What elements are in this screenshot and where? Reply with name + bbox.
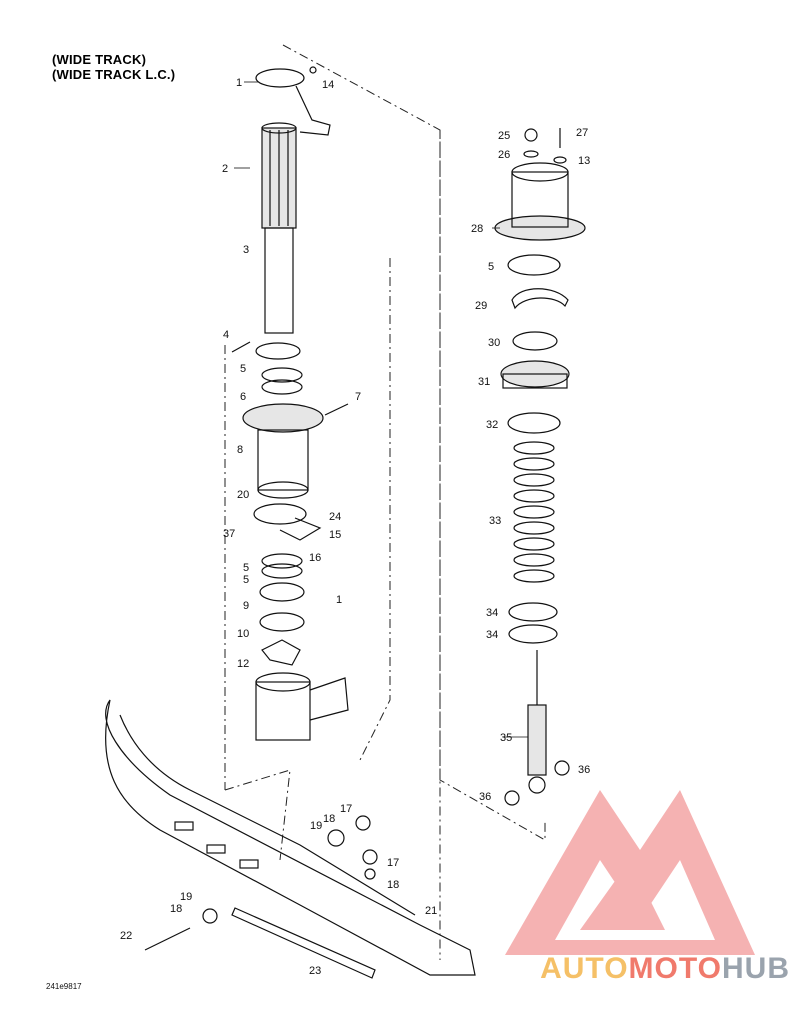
nut-top	[355, 815, 371, 831]
pin	[231, 341, 251, 353]
callout-7: 7	[355, 391, 361, 403]
thrust-ring	[259, 612, 305, 632]
ski	[105, 699, 476, 976]
callout-20: 20	[237, 489, 249, 501]
callout-29: 29	[475, 300, 487, 312]
callout-31: 31	[478, 376, 490, 388]
callout-12: 12	[237, 658, 249, 670]
washer	[259, 582, 305, 602]
diagram-title-line1: (WIDE TRACK)	[52, 52, 147, 67]
ski-bolt	[144, 927, 191, 951]
runner	[231, 907, 376, 979]
diagram-title-line2: (WIDE TRACK L.C.)	[52, 67, 176, 82]
callout-14: 14	[322, 79, 334, 91]
callout-32: 32	[486, 419, 498, 431]
shock-bolt-right	[554, 760, 570, 776]
callout-34: 34	[486, 607, 498, 619]
callout-2: 2	[222, 163, 228, 175]
callout-5c: 5	[243, 574, 249, 586]
diagram-reference-code: 241e9817	[46, 982, 82, 991]
watermark-part2: MOTO	[628, 952, 722, 985]
steering-column-tube	[261, 122, 297, 334]
callout-5b: 5	[243, 562, 249, 574]
lower-bracket	[253, 503, 322, 541]
assembly-outline-right	[439, 130, 546, 841]
callout-30: 30	[488, 337, 500, 349]
callout-35: 35	[500, 732, 512, 744]
callout-13: 13	[578, 155, 590, 167]
callout-19b: 19	[180, 891, 192, 903]
spring-shim	[508, 602, 558, 622]
callout-18b: 18	[387, 879, 399, 891]
callout-18: 18	[323, 813, 335, 825]
callout-23: 23	[309, 965, 321, 977]
callout-3: 3	[243, 244, 249, 256]
callout-17b: 17	[387, 857, 399, 869]
seal-ring	[261, 553, 303, 569]
coil-spring	[513, 441, 555, 583]
callout-28: 28	[471, 223, 483, 235]
callout-8: 8	[237, 444, 243, 456]
seal-ring-2	[261, 563, 303, 579]
callout-36: 36	[578, 764, 590, 776]
stopper	[261, 639, 301, 666]
bolt	[324, 403, 349, 416]
watermark-wordmark: AUTOMOTOHUB	[540, 952, 790, 986]
callout-17: 17	[340, 803, 352, 815]
spring-retainer	[500, 360, 570, 389]
callout-33: 33	[489, 515, 501, 527]
callout-6: 6	[240, 391, 246, 403]
shock-o-ring	[507, 254, 561, 276]
spacer-washer	[512, 331, 558, 351]
callout-22: 22	[120, 930, 132, 942]
watermark-part3: HUB	[722, 952, 790, 985]
callout-4: 4	[223, 329, 229, 341]
rubber-bushing	[327, 829, 345, 847]
watermark-logo-icon	[505, 790, 755, 955]
callout-1: 1	[236, 77, 242, 89]
ski-bushing	[202, 908, 218, 924]
shock-bolt-left	[504, 790, 520, 806]
watermark-part1: AUTO	[540, 952, 629, 985]
spring-washer	[507, 412, 561, 434]
callout-21: 21	[425, 905, 437, 917]
callout-18c: 18	[170, 903, 182, 915]
callout-15: 15	[329, 529, 341, 541]
spring-shim-2	[508, 624, 558, 644]
callout-26: 26	[498, 149, 510, 161]
ski-nut	[362, 849, 378, 865]
retaining-clip	[511, 288, 569, 310]
callout-24: 24	[329, 511, 341, 523]
callout-19: 19	[310, 820, 322, 832]
callout-36b: 36	[479, 791, 491, 803]
callout-5: 5	[240, 363, 246, 375]
callout-9: 9	[243, 600, 249, 612]
top-washer	[523, 150, 539, 158]
callout-5d: 5	[488, 261, 494, 273]
o-ring	[255, 342, 301, 360]
ski-washer	[364, 868, 376, 880]
column-clamp	[255, 66, 331, 136]
shock-absorber	[527, 650, 547, 794]
housing	[242, 403, 324, 499]
callout-10: 10	[237, 628, 249, 640]
bushing	[261, 367, 303, 395]
callout-27: 27	[576, 127, 588, 139]
callout-16: 16	[309, 552, 321, 564]
callout-25: 25	[498, 130, 510, 142]
callout-37: 37	[223, 528, 235, 540]
spring-seat-cup	[494, 162, 586, 241]
callout-34b: 34	[486, 629, 498, 641]
ski-leg	[255, 672, 349, 741]
top-washer-2	[553, 156, 567, 164]
top-nut	[524, 128, 538, 142]
callout-1b: 1	[336, 594, 342, 606]
